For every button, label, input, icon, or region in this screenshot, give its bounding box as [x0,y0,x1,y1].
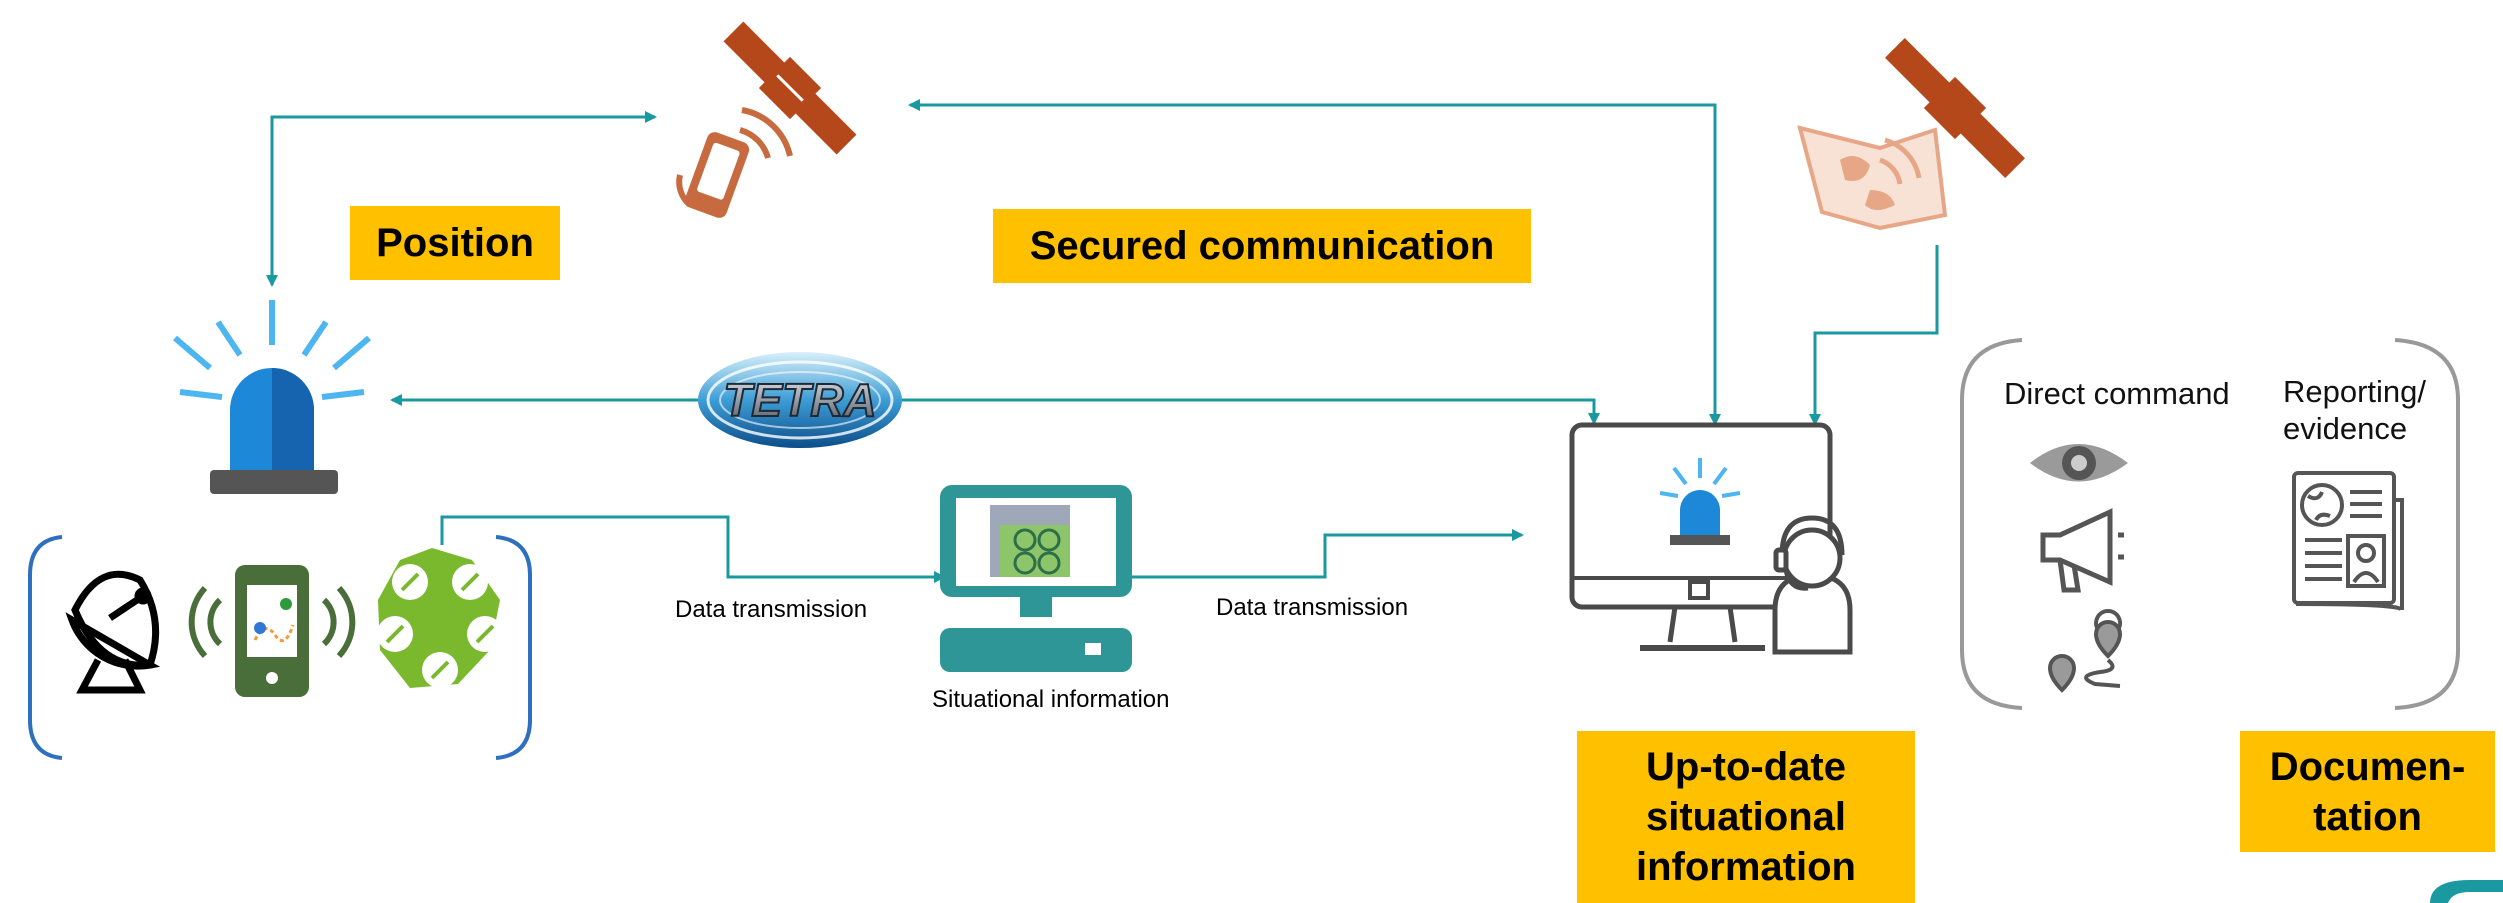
gps-phone-icon [188,565,356,697]
tetra-logo: TETRA [698,352,902,448]
blue-beacon-icon [173,300,371,494]
connector-data-transmission-right [1130,529,1524,579]
secured-communication-label: Secured communication [993,209,1531,283]
up-to-date-line-1: Up-to-date [1646,745,1846,789]
up-to-date-line-2: situational [1645,795,1847,839]
eye-icon [2030,444,2128,482]
data-transmission-right-text: Data transmission [1216,594,1409,621]
documentation-label: Documen- tation [2240,731,2495,852]
position-label: Position [350,206,560,280]
device-bracket [28,535,532,760]
reporting-line-1: Reporting/ [2283,374,2427,409]
satellite-dish-icon [65,570,161,694]
reporting-evidence-text: Reporting/ evidence [2283,373,2426,447]
small-beacon-icon [1659,458,1741,545]
newspaper-report-icon [2292,471,2404,612]
reporting-line-2: evidence [2283,411,2408,446]
situational-information-text: Situational information [932,686,1170,713]
data-transmission-left-text: Data transmission [675,596,868,623]
corner-arrow-icon [2430,880,2503,903]
up-to-date-label: Up-to-date situational information [1577,731,1915,903]
route-pins-icon [2047,609,2123,693]
drone-icon [377,548,503,688]
connector-data-transmission-left [440,515,946,583]
situational-computer-icon [940,485,1132,672]
satellite-phone-icon [676,21,857,218]
direct-command-text: Direct command [2004,376,2230,411]
tetra-text: TETRA [723,374,876,426]
secured-communication-text: Secured communication [1029,223,1495,268]
up-to-date-line-3: information [1636,845,1856,889]
operator-headset-icon [1772,515,1853,655]
reporting-panel-bracket [1960,338,2460,710]
connector-map-satellite [1809,245,1939,426]
megaphone-icon [2040,508,2124,593]
connector-tetra [390,394,1600,425]
operator-monitor-icon [1569,422,1853,655]
position-label-text: Position [376,220,534,265]
satellite-map-icon [1797,37,2026,231]
connector-secured-communication [908,99,1721,426]
documentation-line-2: tation [2313,794,2422,839]
documentation-line-1: Documen- [2269,744,2466,789]
